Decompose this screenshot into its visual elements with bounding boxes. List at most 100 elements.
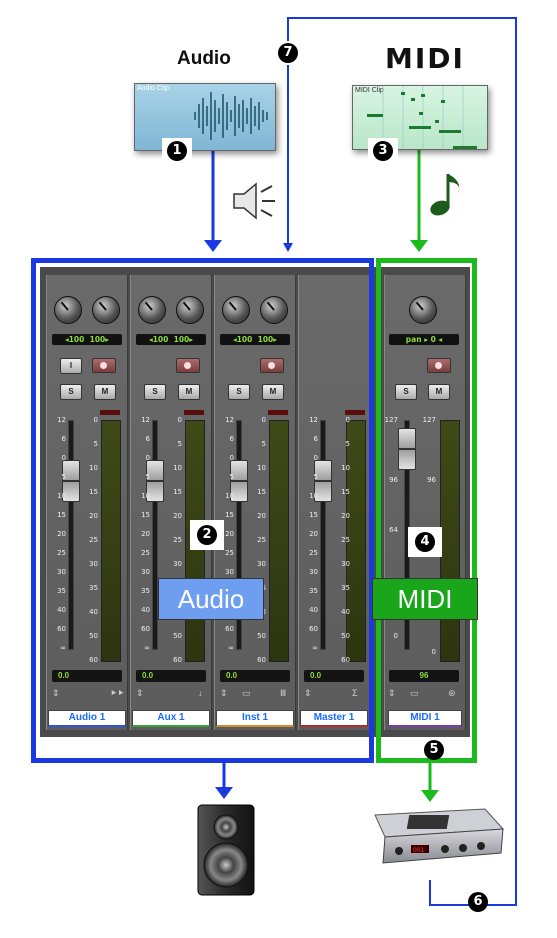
midi-meter-scale-label: 0 bbox=[431, 648, 436, 656]
record-enable-button[interactable] bbox=[176, 358, 200, 373]
volume-fader[interactable] bbox=[146, 460, 164, 502]
meter-scale-label: 5 bbox=[177, 440, 182, 448]
speaker-sound-icon bbox=[233, 182, 275, 220]
mute-button[interactable]: M bbox=[262, 384, 284, 400]
record-enable-button[interactable] bbox=[260, 358, 284, 373]
meter-scale-label: 25 bbox=[341, 536, 350, 544]
updown-arrows-icon[interactable]: ⇕ bbox=[388, 688, 396, 698]
meter-scale-label: 25 bbox=[89, 536, 98, 544]
speaker-arrowhead bbox=[215, 787, 233, 799]
audio-tracks-frame bbox=[31, 258, 374, 763]
meter-scale-label: 10 bbox=[89, 464, 98, 472]
fader-scale-label: ∞ bbox=[144, 644, 150, 652]
pan-knob-left[interactable] bbox=[222, 296, 250, 324]
fader-track bbox=[320, 420, 326, 650]
volume-fader[interactable] bbox=[314, 460, 332, 502]
meter-scale-label: 35 bbox=[341, 584, 350, 592]
fader-scale-label: 35 bbox=[57, 587, 66, 595]
fader-scale-label: ∞ bbox=[60, 644, 66, 652]
sum-icon[interactable]: Σ bbox=[352, 688, 358, 698]
volume-fader[interactable] bbox=[62, 460, 80, 502]
fader-scale-label: 40 bbox=[309, 606, 318, 614]
volume-readout: 0.0 bbox=[304, 670, 364, 682]
mute-button[interactable]: M bbox=[178, 384, 200, 400]
updown-arrows-icon[interactable]: ⇕ bbox=[304, 688, 312, 698]
input-monitor-button[interactable]: I bbox=[60, 358, 82, 374]
window-icon[interactable]: ▭ bbox=[410, 688, 419, 698]
fader-scale-label: 10 bbox=[57, 492, 66, 500]
fader-scale-label: ∞ bbox=[228, 644, 234, 652]
updown-arrows-icon[interactable]: ⇕ bbox=[52, 688, 60, 698]
pan-knob-right[interactable] bbox=[176, 296, 204, 324]
meter-scale-label: 30 bbox=[173, 560, 182, 568]
midi-synth-module-icon: 001 bbox=[374, 808, 505, 864]
midi-solo-button[interactable]: S bbox=[395, 384, 417, 400]
meter-scale-label: 40 bbox=[341, 608, 350, 616]
step-2-badge: 2 bbox=[197, 525, 217, 545]
audio-header: Audio bbox=[177, 48, 231, 69]
pan-knob-left[interactable] bbox=[54, 296, 82, 324]
pan-knob-right[interactable] bbox=[92, 296, 120, 324]
instrument-icon[interactable]: Ⅲ bbox=[280, 688, 287, 698]
updown-arrows-icon[interactable]: ⇕ bbox=[220, 688, 228, 698]
fader-scale-label: 30 bbox=[57, 568, 66, 576]
solo-button[interactable]: S bbox=[144, 384, 166, 400]
midi-mute-button[interactable]: M bbox=[428, 384, 450, 400]
solo-button[interactable]: S bbox=[228, 384, 250, 400]
midi-record-enable-button[interactable] bbox=[427, 358, 451, 373]
solo-button[interactable]: S bbox=[60, 384, 82, 400]
midi-port-icon[interactable]: ⊛ bbox=[448, 688, 456, 698]
fader-scale-label: 60 bbox=[225, 625, 234, 633]
meter-scale-label: 0 bbox=[93, 416, 98, 424]
midi-volume-fader[interactable] bbox=[398, 428, 416, 470]
record-enable-button[interactable] bbox=[92, 358, 116, 373]
audio-waveform bbox=[194, 92, 268, 140]
fader-scale-label: 35 bbox=[141, 587, 150, 595]
step-5-badge: 5 bbox=[424, 740, 444, 760]
midi-track-frame bbox=[376, 258, 477, 763]
send-icon[interactable]: ⯈⯈ bbox=[110, 688, 125, 698]
track-name-master-1[interactable]: Master 1 bbox=[300, 710, 368, 727]
fader-scale-label: 10 bbox=[225, 492, 234, 500]
mute-button[interactable]: M bbox=[94, 384, 116, 400]
meter-scale-label: 10 bbox=[257, 464, 266, 472]
window-icon[interactable]: ▭ bbox=[242, 688, 251, 698]
meter-scale-label: 30 bbox=[257, 560, 266, 568]
music-note-icon bbox=[430, 174, 460, 216]
fader-scale-label: 6 bbox=[61, 435, 66, 443]
level-meter bbox=[269, 420, 289, 662]
track-name-inst-1[interactable]: Inst 1 bbox=[216, 710, 294, 727]
pan-knob-left[interactable] bbox=[138, 296, 166, 324]
fader-scale-label: 6 bbox=[313, 435, 318, 443]
midi-pan-knob[interactable] bbox=[409, 296, 437, 324]
meter-scale-label: 15 bbox=[173, 488, 182, 496]
pan-readout: ◂100 100▸ bbox=[136, 334, 206, 345]
clip-indicator bbox=[345, 410, 365, 415]
pan-knob-right[interactable] bbox=[260, 296, 288, 324]
meter-scale-label: 5 bbox=[345, 440, 350, 448]
meter-scale-label: 50 bbox=[173, 632, 182, 640]
track-name-aux-1[interactable]: Aux 1 bbox=[132, 710, 210, 727]
step-6-badge: 6 bbox=[468, 892, 488, 912]
track-name-midi-1[interactable]: MIDI 1 bbox=[388, 710, 462, 727]
fader-scale-label: 30 bbox=[309, 568, 318, 576]
meter-scale-label: 50 bbox=[341, 632, 350, 640]
meter-scale-label: 40 bbox=[89, 608, 98, 616]
level-meter bbox=[101, 420, 121, 662]
fader-scale-label: 15 bbox=[309, 511, 318, 519]
fader-scale-label: 40 bbox=[57, 606, 66, 614]
fader-scale-label: 12 bbox=[225, 416, 234, 424]
track-name-audio-1[interactable]: Audio 1 bbox=[48, 710, 126, 727]
updown-arrows-icon[interactable]: ⇕ bbox=[136, 688, 144, 698]
fader-scale-label: 0 bbox=[61, 454, 66, 462]
fader-scale-label: 30 bbox=[141, 568, 150, 576]
fader-scale-label: 10 bbox=[309, 492, 318, 500]
volume-fader[interactable] bbox=[230, 460, 248, 502]
audio-clip: Audio Clip bbox=[134, 83, 276, 151]
fader-scale-label: 15 bbox=[141, 511, 150, 519]
return-arrowhead bbox=[283, 243, 293, 252]
midi-overlay-label: MIDI bbox=[372, 578, 478, 620]
fader-scale-label: 20 bbox=[57, 530, 66, 538]
midi-fader-scale-label: 0 bbox=[393, 632, 398, 640]
input-arrow-icon[interactable]: ↓ bbox=[198, 688, 203, 698]
